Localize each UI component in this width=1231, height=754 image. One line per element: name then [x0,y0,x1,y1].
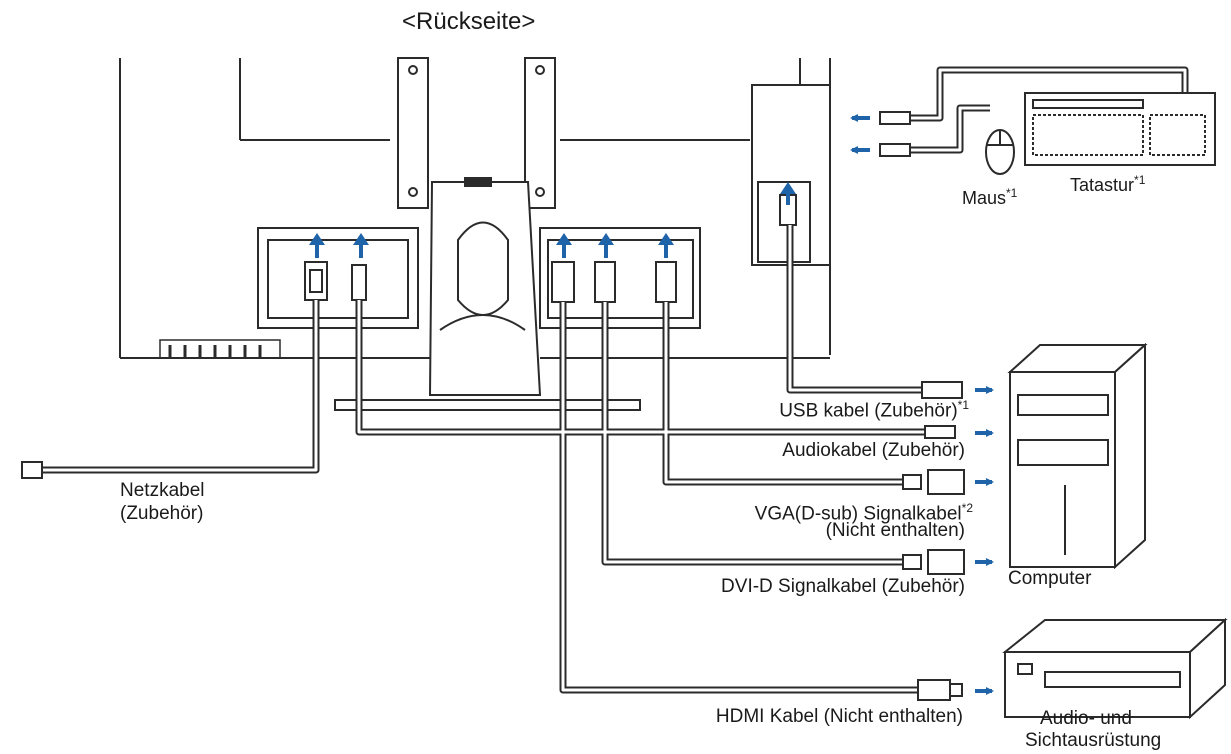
port-panel-left [257,227,419,329]
av-equipment-label-2: Sichtausrüstung [1025,730,1162,751]
power-cable-label: Netzkabel [120,480,205,501]
mouse-cable [910,104,990,154]
power-cable-note: (Zubehör) [120,503,204,524]
hdmi-cable [559,302,930,694]
vga-cable-note: (Nicht enthalten) [825,520,965,541]
cables-fill [40,68,1187,692]
computer-icon [1007,342,1148,570]
mouse-icon [985,129,1015,175]
panel-connectors [304,261,677,303]
device-arrows [975,386,994,695]
audio-cable-label: Audiokabel (Zubehör) [782,440,965,461]
usb-cable-label: USB kabel (Zubehör)*1 [779,398,969,422]
mouse-label: Maus*1 [962,186,1018,208]
vga-cable-label: VGA(D-sub) Signalkabel*2 [754,501,973,525]
usb-hub-arrows [850,114,870,154]
computer-label: Computer [1008,568,1092,589]
dvi-cable-label: DVI-D Signalkabel (Zubehör) [721,576,965,597]
cable-end-connectors [21,111,965,701]
stand [334,57,641,411]
hdmi-cable-label: HDMI Kabel (Nicht enthalten) [715,706,963,727]
diagram-title: <Rückseite> [402,8,536,35]
port-arrows [309,182,796,258]
av-equipment-label: Audio- und [1040,708,1132,729]
av-equipment-icon [1002,617,1228,720]
keyboard-label: Tatastur*1 [1070,173,1146,195]
keyboard-icon [1024,92,1216,166]
